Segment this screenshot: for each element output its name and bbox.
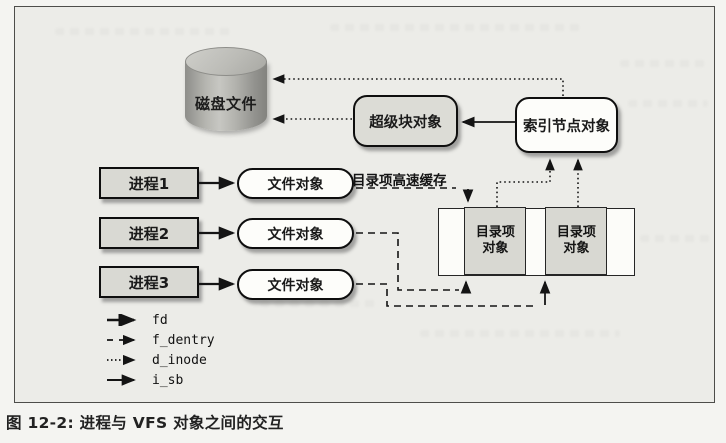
dashed-arrow-sample-icon: [107, 334, 136, 346]
bleed-artifact: [260, 300, 380, 307]
dentry-object-1-label: 目录项对象: [475, 225, 515, 257]
figure-caption: 图 12-2: 进程与 VFS 对象之间的交互: [6, 414, 284, 432]
legend-label-f-dentry: f_dentry: [152, 332, 215, 348]
superblock-object-label: 超级块对象: [369, 114, 442, 131]
process-box-1: 进程1: [99, 167, 199, 199]
file-object-box-1: 文件对象: [237, 168, 354, 199]
arrow-legend: fd f_dentry d_inode i_sb: [104, 310, 215, 390]
bleed-artifact: [330, 24, 580, 31]
legend-row-f-dentry: f_dentry: [104, 330, 215, 350]
disk-cylinder-top-ellipse: [185, 47, 267, 76]
disk-file-label: 磁盘文件: [194, 95, 257, 113]
dentry-object-cell-2: 目录项对象: [545, 207, 608, 276]
bleed-artifact: [628, 100, 708, 107]
legend-row-i-sb: i_sb: [104, 370, 215, 390]
dentry-cache-label: 目录项高速缓存: [352, 173, 447, 189]
bleed-artifact: [620, 60, 705, 67]
dentry-array-box: 目录项对象 目录项对象: [438, 207, 635, 276]
file-object-box-2: 文件对象: [237, 218, 354, 249]
legend-label-i-sb: i_sb: [152, 372, 184, 388]
legend-row-fd: fd: [104, 310, 215, 330]
legend-row-d-inode: d_inode: [104, 350, 215, 370]
solid-arrow-sample-icon: [107, 314, 137, 326]
process-box-3: 进程3: [99, 266, 199, 298]
bleed-artifact: [640, 235, 710, 242]
bleed-artifact: [420, 330, 620, 337]
solid-arrow-sample-icon: [107, 374, 136, 386]
superblock-object-box: 超级块对象: [353, 95, 458, 147]
file-object-box-3: 文件对象: [237, 269, 354, 300]
legend-label-fd: fd: [152, 312, 168, 328]
process-2-label: 进程2: [128, 224, 170, 243]
legend-label-d-inode: d_inode: [152, 352, 207, 368]
process-box-2: 进程2: [99, 217, 199, 249]
dentry-object-cell-1: 目录项对象: [464, 207, 527, 276]
inode-object-box: 索引节点对象: [515, 97, 618, 153]
dotted-arrow-sample-icon: [107, 354, 136, 366]
process-1-label: 进程1: [128, 174, 170, 193]
process-3-label: 进程3: [128, 273, 170, 292]
file-object-3-label: 文件对象: [267, 277, 324, 294]
dentry-object-2-label: 目录项对象: [556, 225, 596, 257]
file-object-2-label: 文件对象: [267, 226, 324, 243]
inode-object-label: 索引节点对象: [523, 118, 610, 135]
bleed-artifact: [55, 28, 235, 35]
file-object-1-label: 文件对象: [267, 176, 324, 193]
